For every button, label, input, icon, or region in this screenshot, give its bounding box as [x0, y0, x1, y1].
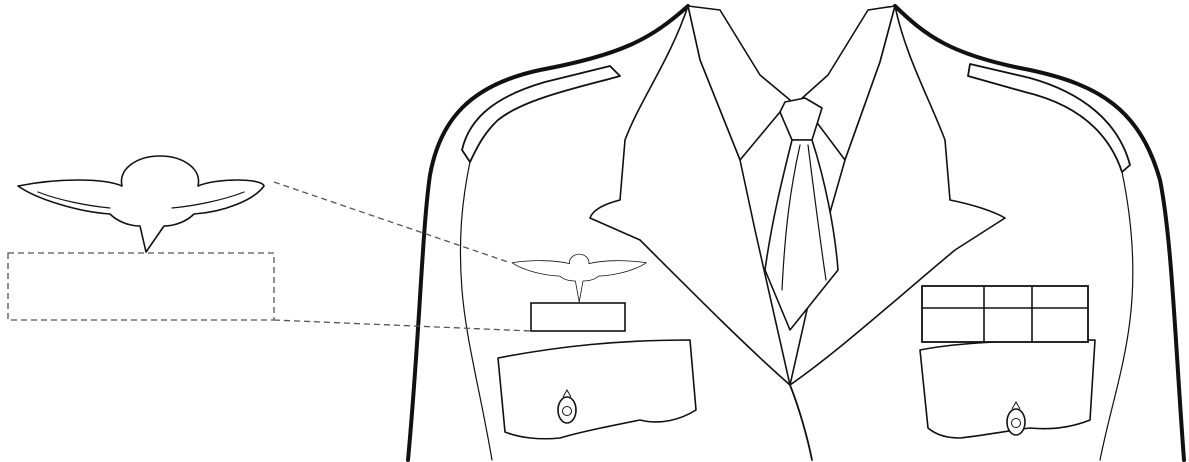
- left-pocket-flap: [498, 340, 696, 439]
- ribbon-rack: [922, 286, 1088, 342]
- leader-line-wings: [274, 182, 508, 262]
- detail-callout: [8, 156, 531, 331]
- right-sleeve-seam: [1100, 172, 1133, 460]
- name-tag-outline-enlarged: [8, 253, 274, 320]
- left-sleeve-seam: [460, 162, 492, 460]
- front-closure: [790, 385, 812, 460]
- left-epaulette: [462, 66, 620, 162]
- right-epaulette: [968, 64, 1130, 172]
- jacket: [408, 6, 1184, 460]
- tie-knot: [780, 98, 822, 140]
- name-tag: [531, 303, 625, 331]
- leader-line-name-tag: [274, 320, 531, 331]
- wings-badge-enlarged: [18, 156, 264, 252]
- jacket-wings-badge: [512, 254, 646, 302]
